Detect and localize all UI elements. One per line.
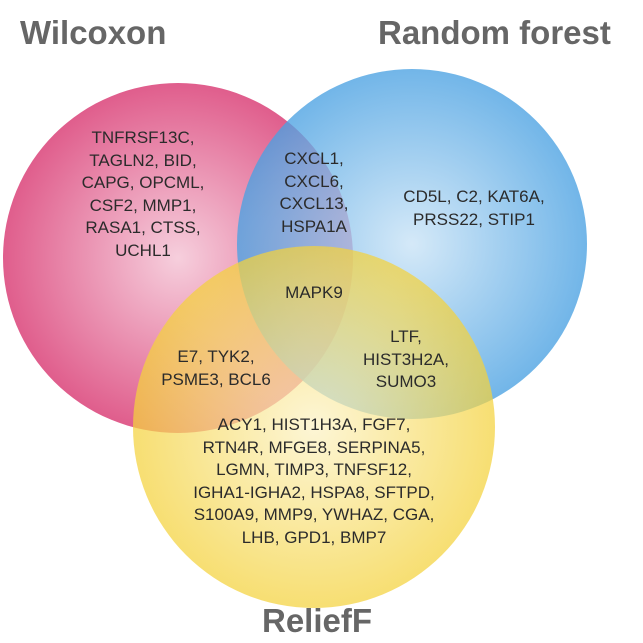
region-random-forest-relieff: LTF, HIST3H2A, SUMO3 bbox=[363, 326, 449, 394]
random-forest-title: Random forest bbox=[378, 14, 611, 51]
gene-line: S100A9, MMP9, YWHAZ, CGA, bbox=[193, 505, 435, 525]
gene-line: CSF2, MMP1, bbox=[89, 195, 197, 215]
relieff-circle bbox=[133, 246, 495, 608]
region-wilcoxon-only: TNFRSF13C, TAGLN2, BID, CAPG, OPCML,CSF2, … bbox=[82, 127, 205, 263]
relieff-title: ReliefF bbox=[262, 602, 373, 639]
gene-line: MAPK9 bbox=[285, 283, 343, 302]
region-random-forest-only: CD5L, C2, KAT6A, PRSS22, STIP1 bbox=[403, 186, 544, 231]
region-all-three: MAPK9 bbox=[285, 282, 343, 305]
region-wilcoxon-relieff: E7, TYK2, PSME3, BCL6 bbox=[161, 346, 271, 391]
gene-line: UCHL1 bbox=[115, 240, 171, 260]
gene-line: TNFRSF13C, bbox=[91, 128, 195, 147]
gene-line: LTF, bbox=[390, 327, 422, 346]
gene-line: CXCL13, bbox=[279, 194, 349, 214]
region-relieff-only: ACY1, HIST1H3A, FGF7, RTN4R, MFGE8, SERPI… bbox=[193, 414, 435, 550]
gene-line: CXCL1, bbox=[284, 149, 344, 168]
wilcoxon-title: Wilcoxon bbox=[20, 14, 167, 51]
gene-line: HSPA1A bbox=[281, 216, 347, 236]
gene-line: RASA1, CTSS, bbox=[85, 218, 201, 238]
gene-line: CD5L, C2, KAT6A, bbox=[403, 187, 545, 206]
gene-line: HIST3H2A, bbox=[363, 349, 449, 369]
gene-line: CAPG, OPCML, bbox=[81, 173, 205, 193]
gene-line: PSME3, BCL6 bbox=[161, 369, 271, 389]
gene-line: RTN4R, MFGE8, SERPINA5, bbox=[202, 437, 426, 457]
gene-line: CXCL6, bbox=[284, 171, 344, 191]
gene-line: LGMN, TIMP3, TNFSF12, bbox=[216, 460, 412, 480]
gene-line: LHB, GPD1, BMP7 bbox=[241, 527, 387, 547]
gene-line: PRSS22, STIP1 bbox=[413, 209, 535, 229]
gene-line: E7, TYK2, bbox=[177, 347, 255, 366]
gene-line: TAGLN2, BID, bbox=[89, 150, 197, 170]
region-wilcoxon-random-forest: CXCL1, CXCL6, CXCL13,HSPA1A bbox=[280, 148, 349, 238]
gene-line: SUMO3 bbox=[375, 372, 437, 392]
gene-line: IGHA1-IGHA2, HSPA8, SFTPD, bbox=[193, 482, 435, 502]
gene-line: ACY1, HIST1H3A, FGF7, bbox=[217, 415, 411, 434]
